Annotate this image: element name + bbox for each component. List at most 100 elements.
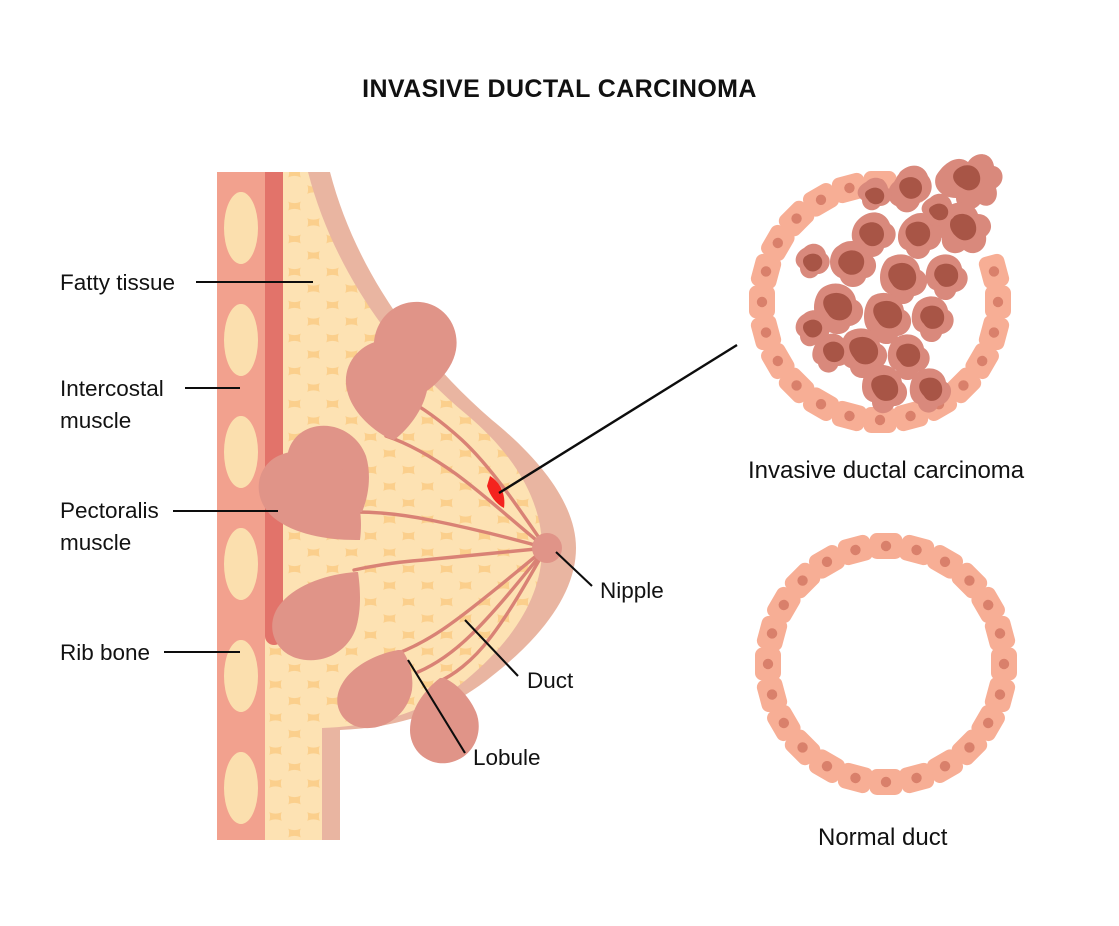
epithelial-cell [802, 387, 840, 421]
epithelial-cell [892, 400, 929, 432]
epithelial-cell-nucleus [772, 237, 784, 249]
cancer-cell [888, 165, 932, 213]
cancer-cell [921, 193, 956, 227]
epithelial-cell-nucleus [821, 556, 833, 568]
epithelial-cell-nucleus [911, 544, 922, 556]
epithelial-cell-nucleus [760, 327, 772, 338]
cancer-cell [925, 254, 968, 301]
epithelial-cell [749, 285, 775, 319]
nipple-shape [532, 533, 562, 563]
epithelial-cell-nucleus [772, 355, 784, 367]
label-pectoralis-muscle-line2: muscle [60, 530, 131, 555]
epithelial-cell [808, 545, 846, 579]
epithelial-cell [778, 367, 815, 404]
epithelial-cell-nucleus [756, 296, 768, 308]
epithelial-cell-nucleus [850, 544, 861, 556]
rib-bone [224, 416, 258, 488]
breast-cross-section [217, 172, 576, 840]
epithelial-cell [971, 586, 1005, 624]
tumor-marker [487, 476, 505, 508]
epithelial-cell [756, 615, 788, 652]
rib-bone [224, 528, 258, 600]
epithelial-cell [802, 183, 840, 217]
epithelial-cell-nucleus [778, 599, 790, 611]
epithelial-cell-nucleus [797, 742, 808, 753]
epithelial-cell-nucleus [982, 599, 994, 611]
pectoralis-muscle-strip [265, 172, 283, 645]
caption-normal-duct: Normal duct [818, 824, 948, 851]
cancer-cell-cluster [795, 154, 1003, 414]
epithelial-cell [761, 342, 795, 380]
epithelial-cell [945, 367, 982, 404]
label-nipple: Nipple [600, 578, 664, 603]
epithelial-cell-nucleus [821, 760, 833, 772]
epithelial-cell-nucleus [815, 398, 827, 410]
epithelial-cell [837, 762, 874, 794]
epithelial-cell [808, 749, 846, 783]
epithelial-cell [991, 647, 1017, 681]
leader-line-lobule [407, 659, 466, 754]
epithelial-cell [869, 769, 903, 795]
cancer-cell [909, 368, 952, 413]
duct-line [354, 510, 548, 550]
epithelial-cell-nucleus [964, 742, 975, 753]
rib-bone [224, 192, 258, 264]
epithelial-cell-nucleus [992, 296, 1004, 308]
epithelial-cell [761, 224, 795, 262]
right-label-group: Nipple Duct Lobule [407, 551, 664, 770]
label-intercostal-muscle-line1: Intercostal [60, 376, 164, 401]
epithelial-cell [756, 676, 788, 713]
epithelial-cell-nucleus [778, 717, 790, 729]
epithelial-cell-nucleus [988, 327, 1000, 338]
cancer-cell [795, 310, 830, 347]
cancer-cell [862, 364, 908, 414]
epithelial-cell [778, 200, 815, 237]
epithelial-cell [984, 676, 1016, 713]
duct-line [402, 396, 548, 550]
epithelial-cell-nucleus [797, 575, 808, 586]
fatty-tissue-region [265, 172, 542, 840]
cancer-cell [935, 154, 1003, 210]
epithelial-cell-nucleus [976, 355, 988, 367]
caption-invasive-ductal-carcinoma: Invasive ductal carcinoma [748, 457, 1025, 484]
cancer-cell [880, 254, 928, 305]
duct-line [436, 546, 548, 684]
leader-line-duct [464, 619, 519, 677]
label-lobule: Lobule [473, 745, 541, 770]
epithelial-cell [978, 253, 1010, 290]
epithelial-cell-nucleus [880, 540, 892, 552]
cancer-cell [857, 177, 892, 211]
epithelial-cell [978, 314, 1010, 351]
epithelial-cell-nucleus [988, 266, 1000, 277]
label-duct: Duct [527, 668, 574, 693]
label-fatty-tissue: Fatty tissue [60, 270, 175, 295]
cancer-cell [864, 292, 912, 345]
label-rib-bone: Rib bone [60, 640, 150, 665]
epithelial-cell [984, 615, 1016, 652]
epithelial-cell [750, 253, 782, 290]
epithelial-cell-nucleus [911, 772, 922, 784]
epithelial-cell-nucleus [880, 776, 892, 788]
epithelial-cell-nucleus [874, 414, 886, 426]
epithelial-cell-nucleus [994, 628, 1006, 639]
leader-line-nipple [555, 551, 593, 587]
epithelial-cell-nucleus [766, 628, 778, 639]
epithelial-cell [898, 534, 935, 566]
epithelial-cell-nucleus [964, 575, 975, 586]
cancer-cell [887, 334, 930, 381]
epithelial-cell-nucleus [760, 266, 772, 277]
cancer-cell [840, 328, 888, 379]
epithelial-cell [837, 534, 874, 566]
epithelial-cell [831, 172, 868, 204]
duct-line [352, 546, 548, 572]
cancer-cell [795, 243, 830, 279]
lobule [258, 451, 361, 540]
epithelial-cell [971, 704, 1005, 742]
epithelial-cell [784, 562, 821, 599]
rib-bone [224, 304, 258, 376]
epithelial-cell [869, 533, 903, 559]
lobule [337, 650, 413, 729]
epithelial-cell [831, 400, 868, 432]
epithelial-cell [985, 285, 1011, 319]
